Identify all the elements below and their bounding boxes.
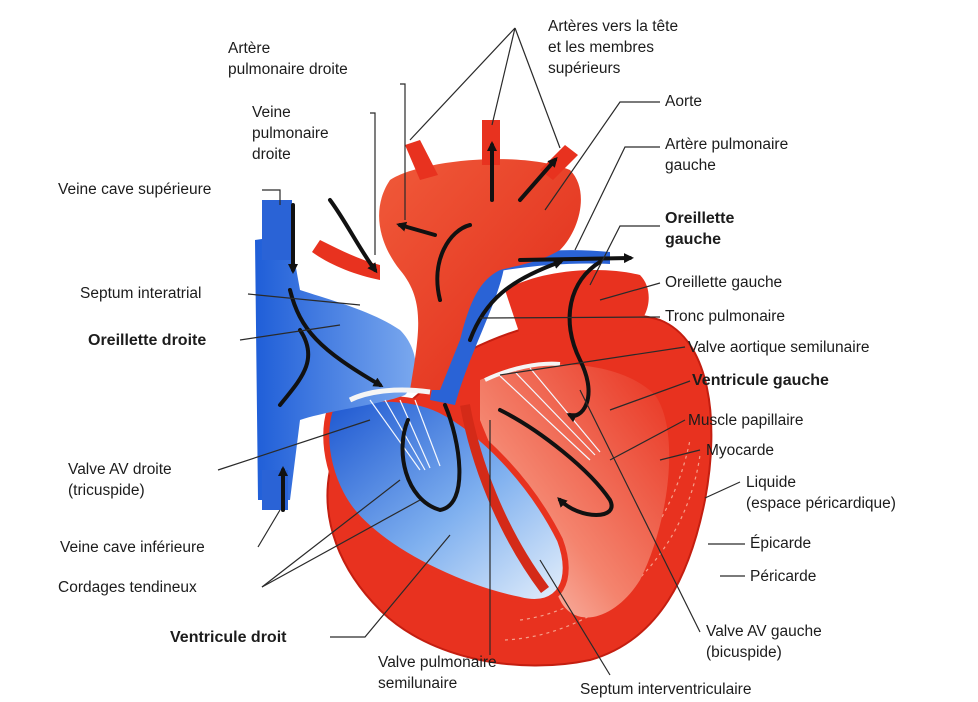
label-cordages: Cordages tendineux xyxy=(58,577,197,598)
label-arteres-tete: Artères vers la tête et les membres supé… xyxy=(548,16,678,79)
label-ventricule-droit: Ventricule droit xyxy=(170,627,286,648)
label-valve-av-droite-l2: (tricuspide) xyxy=(68,480,172,501)
label-septum-interventriculaire: Septum interventriculaire xyxy=(580,679,751,700)
label-oreillette-gauche: Oreillette gauche xyxy=(665,272,782,293)
label-veine-pulm-droite: Veine pulmonaire droite xyxy=(252,102,329,165)
label-tronc-pulmonaire: Tronc pulmonaire xyxy=(665,306,785,327)
label-septum-interatrial: Septum interatrial xyxy=(80,283,201,304)
label-valve-av-gauche: Valve AV gauche (bicuspide) xyxy=(706,621,822,663)
label-pericarde: Péricarde xyxy=(750,566,816,587)
label-veine-pulm-droite-l3: droite xyxy=(252,144,329,165)
label-arteres-tete-l2: et les membres xyxy=(548,37,678,58)
label-liquide-l2: (espace péricardique) xyxy=(746,493,896,514)
label-artere-pulm-droite-l1: Artère xyxy=(228,38,348,59)
label-artere-pulm-droite-l2: pulmonaire droite xyxy=(228,59,348,80)
label-veine-pulm-droite-l1: Veine xyxy=(252,102,329,123)
label-muscle-papillaire: Muscle papillaire xyxy=(688,410,803,431)
label-ventricule-gauche: Ventricule gauche xyxy=(692,370,829,391)
superior-vena-cava xyxy=(262,200,292,260)
label-artere-pulm-gauche: Artère pulmonaire gauche xyxy=(665,134,788,176)
label-oreillette-gauche-bold-l1: Oreillette xyxy=(665,208,734,229)
label-aorte: Aorte xyxy=(665,91,702,112)
label-valve-av-gauche-l1: Valve AV gauche xyxy=(706,621,822,642)
label-veine-cave-sup: Veine cave supérieure xyxy=(58,179,211,200)
label-arteres-tete-l1: Artères vers la tête xyxy=(548,16,678,37)
label-valve-pulmonaire-l2: semilunaire xyxy=(378,673,497,694)
label-myocarde: Myocarde xyxy=(706,440,774,461)
label-oreillette-gauche-bold: Oreillette gauche xyxy=(665,208,734,250)
label-artere-pulm-gauche-l1: Artère pulmonaire xyxy=(665,134,788,155)
label-oreillette-droite: Oreillette droite xyxy=(88,330,206,351)
label-valve-pulmonaire: Valve pulmonaire semilunaire xyxy=(378,652,497,694)
label-valve-av-droite-l1: Valve AV droite xyxy=(68,459,172,480)
label-valve-aortique: Valve aortique semilunaire xyxy=(688,337,870,358)
label-liquide: Liquide (espace péricardique) xyxy=(746,472,896,514)
label-veine-pulm-droite-l2: pulmonaire xyxy=(252,123,329,144)
label-epicarde: Épicarde xyxy=(750,533,811,554)
label-arteres-tete-l3: supérieurs xyxy=(548,58,678,79)
label-valve-av-gauche-l2: (bicuspide) xyxy=(706,642,822,663)
label-liquide-l1: Liquide xyxy=(746,472,896,493)
label-veine-cave-inf: Veine cave inférieure xyxy=(60,537,205,558)
label-valve-pulmonaire-l1: Valve pulmonaire xyxy=(378,652,497,673)
label-oreillette-gauche-bold-l2: gauche xyxy=(665,229,734,250)
label-valve-av-droite: Valve AV droite (tricuspide) xyxy=(68,459,172,501)
left-atrium-shape xyxy=(505,270,649,335)
label-artere-pulm-gauche-l2: gauche xyxy=(665,155,788,176)
label-artere-pulm-droite: Artère pulmonaire droite xyxy=(228,38,348,80)
